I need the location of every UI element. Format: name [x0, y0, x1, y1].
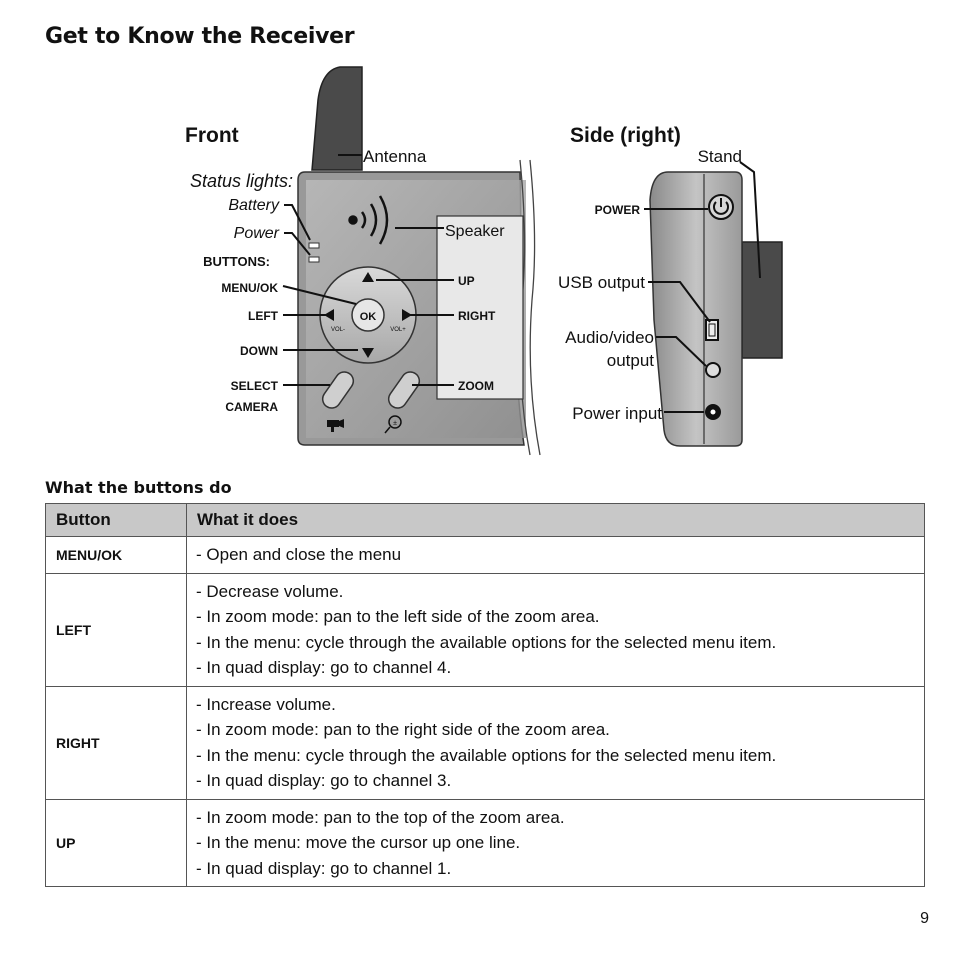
table-row: UP In zoom mode: pan to the top of the z… [45, 798, 925, 887]
description-line: In quad display: go to channel 3. [196, 768, 914, 794]
section-heading: What the buttons do [45, 478, 232, 497]
right-arrow-icon[interactable] [402, 309, 412, 321]
vol-minus-label: VOL- [331, 327, 345, 333]
button-name-cell: UP [45, 798, 187, 887]
menu-ok-label: MENU/OK [221, 281, 278, 295]
side-power-label: POWER [595, 203, 641, 217]
usb-output-label: USB output [558, 273, 645, 292]
receiver-diagram: OK VOL- VOL+ ± [0, 0, 954, 470]
av-output-label-2: output [607, 351, 655, 370]
receiver-body-side [649, 171, 743, 447]
ok-key[interactable] [351, 298, 385, 332]
page-title: Get to Know the Receiver [45, 24, 355, 49]
description-line: In zoom mode: pan to the right side of t… [196, 717, 914, 743]
select-label: SELECT [231, 379, 279, 393]
description-line: In the menu: cycle through the available… [196, 743, 914, 769]
receiver-illustration: OK VOL- VOL+ ± [185, 66, 783, 456]
power-light [308, 256, 320, 263]
side-heading: Side (right) [570, 124, 681, 147]
description-line: In quad display: go to channel 1. [196, 856, 914, 882]
table-header-row: Button What it does [45, 503, 925, 537]
description-line: In the menu: move the cursor up one line… [196, 830, 914, 856]
magnifier-icon: ± [384, 415, 402, 434]
page-number: 9 [920, 910, 929, 927]
description-line: In zoom mode: pan to the top of the zoom… [196, 805, 914, 831]
right-label: RIGHT [458, 309, 496, 323]
down-label: DOWN [240, 344, 278, 358]
usb-port[interactable] [705, 319, 719, 341]
up-arrow-icon[interactable] [362, 272, 374, 282]
av-port[interactable] [705, 362, 721, 378]
speaker-label: Speaker [445, 223, 505, 240]
description-line: Open and close the menu [196, 542, 914, 568]
front-view: OK VOL- VOL+ ± [185, 66, 541, 456]
column-header-what: What it does [186, 503, 925, 537]
description-line: In the menu: cycle through the available… [196, 630, 914, 656]
button-name-cell: LEFT [45, 572, 187, 687]
buttons-label: BUTTONS: [203, 254, 270, 269]
power-icon [713, 198, 729, 215]
camera-icon [327, 419, 344, 432]
camera-label: CAMERA [225, 400, 278, 414]
buttons-table: Button What it does MENU/OK Open and clo… [45, 503, 925, 887]
zoom-key[interactable] [385, 368, 423, 411]
description-line: In quad display: go to channel 4. [196, 655, 914, 681]
table-row: MENU/OK Open and close the menu [45, 536, 925, 574]
button-name-cell: MENU/OK [45, 536, 187, 574]
ok-key-label: OK [360, 311, 377, 323]
speaker-waves-icon [348, 195, 389, 245]
svg-text:±: ± [393, 420, 397, 427]
stand-label: Stand [698, 147, 742, 166]
up-label: UP [458, 274, 475, 288]
button-name-cell: RIGHT [45, 685, 187, 800]
antenna-label: Antenna [363, 147, 427, 166]
description-cell: Open and close the menu [186, 536, 925, 574]
stand-shape [739, 241, 783, 359]
left-arrow-icon[interactable] [324, 309, 334, 321]
status-lights-label: Status lights: [190, 171, 293, 191]
power-light-label: Power [234, 225, 280, 242]
battery-light [308, 242, 320, 249]
side-view: Side (right) Stand POWER USB output Audi… [558, 124, 783, 447]
battery-label: Battery [228, 197, 280, 214]
vol-plus-label: VOL+ [390, 327, 406, 333]
column-header-button: Button [45, 503, 187, 537]
av-output-label-1: Audio/video [565, 328, 654, 347]
description-line: Increase volume. [196, 692, 914, 718]
description-cell: Increase volume. In zoom mode: pan to th… [186, 685, 925, 800]
description-cell: In zoom mode: pan to the top of the zoom… [186, 798, 925, 887]
table-row: LEFT Decrease volume. In zoom mode: pan … [45, 572, 925, 687]
speaker-panel [436, 215, 524, 400]
antenna-shape [311, 66, 363, 171]
power-input-label: Power input [572, 404, 662, 423]
zoom-label: ZOOM [458, 379, 494, 393]
front-heading: Front [185, 124, 239, 147]
table-row: RIGHT Increase volume. In zoom mode: pan… [45, 685, 925, 800]
description-line: In zoom mode: pan to the left side of th… [196, 604, 914, 630]
description-cell: Decrease volume. In zoom mode: pan to th… [186, 572, 925, 687]
description-line: Decrease volume. [196, 579, 914, 605]
select-camera-key[interactable] [319, 368, 357, 411]
table-body: MENU/OK Open and close the menu LEFT Dec… [45, 536, 925, 887]
left-label: LEFT [248, 309, 279, 323]
down-arrow-icon[interactable] [362, 348, 374, 358]
